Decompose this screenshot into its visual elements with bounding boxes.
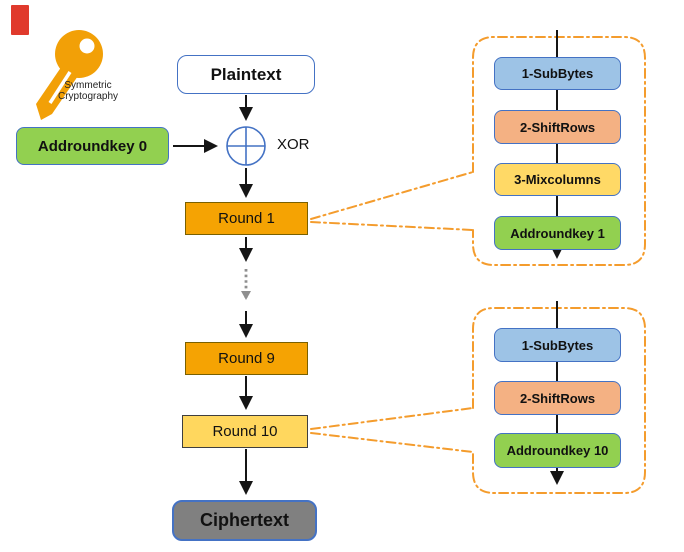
round10-node: Round 10	[182, 415, 308, 448]
brand-line2: Cryptography	[57, 91, 119, 102]
round1-step-subbytes: 1-SubBytes	[494, 57, 621, 90]
key-icon	[36, 30, 103, 120]
red-accent-rectangle	[11, 5, 29, 35]
xor-icon	[226, 126, 266, 166]
round10-detail-panel-border	[310, 307, 646, 494]
ciphertext-node: Ciphertext	[172, 500, 317, 541]
round1-step-shiftrows: 2-ShiftRows	[494, 110, 621, 144]
round10-step-addroundkey: Addroundkey 10	[494, 433, 621, 468]
addroundkey0-node: Addroundkey 0	[16, 127, 169, 165]
round10-step-subbytes: 1-SubBytes	[494, 328, 621, 362]
flow-arrows	[173, 95, 253, 495]
round1-step-mixcolumns: 3-Mixcolumns	[494, 163, 621, 196]
plaintext-node: Plaintext	[177, 55, 315, 94]
xor-label: XOR	[277, 136, 310, 153]
round1-detail-panel-border	[310, 36, 646, 266]
round10-step-shiftrows: 2-ShiftRows	[494, 381, 621, 415]
brand-line1: Symmetric	[64, 80, 112, 91]
round1-node: Round 1	[185, 202, 308, 235]
round1-step-addroundkey: Addroundkey 1	[494, 216, 621, 250]
symmetric-cryptography-label: Symmetric Cryptography	[42, 80, 134, 102]
round9-node: Round 9	[185, 342, 308, 375]
